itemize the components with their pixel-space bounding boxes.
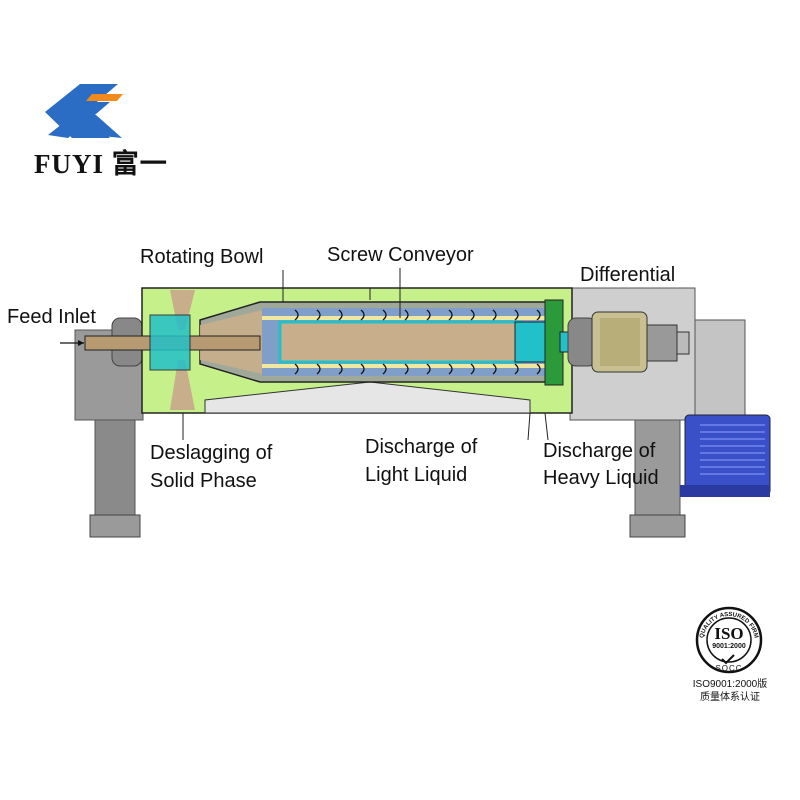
screw-flight bbox=[404, 309, 409, 321]
screw-flight bbox=[514, 309, 519, 321]
screw-flight bbox=[294, 309, 299, 321]
screw-flight bbox=[338, 363, 343, 375]
iso-sqcc: SQCC bbox=[715, 664, 743, 673]
screw-flight bbox=[294, 363, 299, 375]
screw-flight bbox=[448, 363, 453, 375]
screw-flight bbox=[492, 309, 497, 321]
right-hub bbox=[514, 299, 601, 386]
screw-flight bbox=[426, 309, 431, 321]
screw-flight bbox=[360, 363, 365, 375]
screw-flight bbox=[492, 363, 497, 375]
screw-flights bbox=[294, 309, 541, 375]
feed-tube bbox=[60, 314, 261, 371]
label-rotating-bowl: Rotating Bowl bbox=[140, 246, 264, 268]
label-differential: Differential bbox=[580, 264, 676, 286]
fuyi-logo-icon bbox=[45, 84, 123, 138]
screw-flight bbox=[536, 363, 541, 375]
screw-flight bbox=[316, 309, 321, 321]
left-support bbox=[74, 317, 144, 538]
label-screw-conveyor: Screw Conveyor bbox=[327, 244, 474, 266]
rotating-bowl bbox=[170, 290, 551, 410]
iso-caption-1: ISO9001:2000版 bbox=[692, 679, 768, 690]
label-deslagging-2: Solid Phase bbox=[150, 470, 257, 492]
brand-text: FUYI 富一 bbox=[34, 149, 168, 179]
iso-standard: 9001:2000 bbox=[712, 643, 746, 650]
label-heavy-2: Heavy Liquid bbox=[543, 467, 659, 489]
iso-text: ISO bbox=[714, 624, 744, 643]
screw-flight bbox=[470, 363, 475, 375]
screw-flight bbox=[448, 309, 453, 321]
screw-flight bbox=[404, 363, 409, 375]
screw-flight bbox=[316, 363, 321, 375]
label-light-2: Light Liquid bbox=[365, 464, 468, 486]
screw-flight bbox=[514, 363, 519, 375]
label-heavy-1: Discharge of bbox=[543, 440, 656, 462]
screw-flight bbox=[360, 309, 365, 321]
screw-flight bbox=[426, 363, 431, 375]
screw-flight bbox=[382, 363, 387, 375]
label-light-1: Discharge of bbox=[365, 436, 478, 458]
screw-flight bbox=[382, 309, 387, 321]
screw-flight bbox=[338, 309, 343, 321]
differential-gearbox bbox=[591, 311, 690, 373]
motor bbox=[680, 414, 771, 497]
screw-flight bbox=[536, 309, 541, 321]
iso-caption-2: 质量体系认证 bbox=[700, 692, 760, 703]
label-deslagging-1: Deslagging of bbox=[150, 442, 273, 464]
screw-flight bbox=[470, 309, 475, 321]
label-feed-inlet: Feed Inlet bbox=[7, 306, 96, 328]
